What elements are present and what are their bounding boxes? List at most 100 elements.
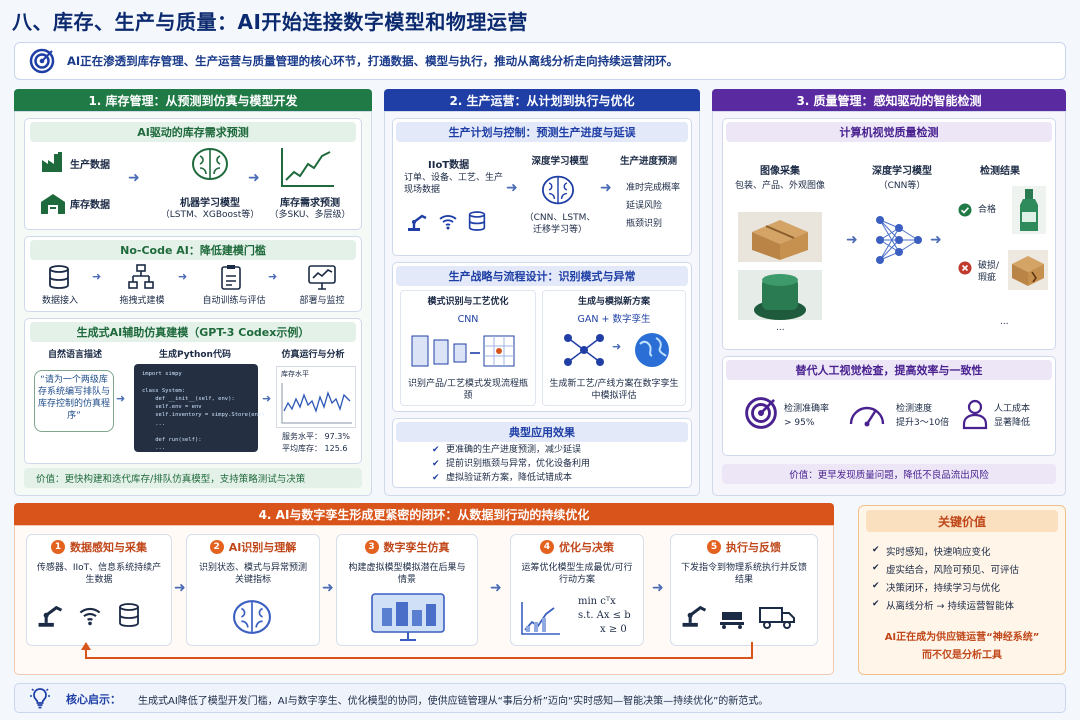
nocode-step-4: 部署与监控 — [299, 296, 345, 306]
summary-banner: AI正在渗透到库存管理、生产运营与质量管理的核心环节，打通数据、模型与执行，推动… — [14, 42, 1066, 80]
replace-title: 替代人工视觉检查，提高效率与一致性 — [726, 360, 1052, 380]
progress-item-3: 瓶颈识别 — [626, 219, 663, 229]
step-3-title: 数字孪生仿真 — [383, 541, 450, 554]
key-value-item-3: 决策闭环，持续学习与优化 — [886, 583, 1001, 594]
cv-title: 计算机视觉质量检测 — [726, 122, 1052, 142]
step-5-title: 执行与反馈 — [726, 541, 781, 554]
opt-st: s.t. Ax ≤ b — [578, 610, 631, 621]
arrow-icon: ➜ — [652, 580, 664, 596]
python-code-heading: 生成Python代码 — [159, 350, 231, 360]
brain-icon — [230, 598, 274, 636]
nl-quote: “请为一个两级库存系统编写排队与库存控制的仿真程序” — [34, 370, 114, 432]
arrow-icon: ➜ — [178, 270, 188, 283]
ml-model-sub: （LSTM、XGBoost等） — [160, 210, 260, 220]
demand-forecast-label: 库存需求预测 — [280, 198, 340, 209]
opt-min: min cᵀx — [578, 596, 616, 607]
arrow-icon: ➜ — [92, 270, 102, 283]
factory-icon — [40, 150, 66, 174]
step-4-number: 4 — [540, 540, 554, 554]
key-value-item-4: 从离线分析 → 持续运营智能体 — [886, 601, 1014, 612]
arrow-icon: ➜ — [268, 270, 278, 283]
key-value-item-1: 实时感知，快速响应变化 — [886, 547, 991, 558]
accuracy-value: > 95% — [784, 418, 815, 428]
digital-twin-monitor-icon — [370, 592, 446, 642]
arrow-icon: ➜ — [116, 392, 126, 405]
quality-value-note: 价值：更早发现质量问题，降低不良品流出风险 — [722, 464, 1056, 484]
step-1-desc: 传感器、IIoT、信息系统持续产生数据 — [36, 563, 162, 586]
cv-dl-heading: 深度学习模型 — [872, 166, 932, 177]
pattern-tag: CNN — [457, 314, 479, 325]
sim-chart-label: 库存水平 — [281, 370, 309, 378]
labor-label: 人工成本 — [994, 404, 1031, 414]
iiot-heading: IIoT数据 — [428, 160, 470, 171]
brain-icon — [540, 174, 576, 206]
strategy-title: 生产战略与流程设计：识别模式与异常 — [396, 266, 688, 286]
flow-nodes-icon — [128, 264, 154, 290]
pass-check-icon — [958, 203, 972, 217]
ml-model-label: 机器学习模型 — [180, 198, 240, 209]
avg-inventory-text: 平均库存： 125.6 — [282, 444, 348, 453]
pattern-box — [400, 290, 536, 406]
progress-item-1: 准时完成概率 — [626, 183, 681, 193]
arrow-icon: ➜ — [128, 170, 140, 186]
nocode-step-2: 拖拽式建模 — [119, 296, 165, 306]
app-item-3: 虚拟验证新方案，降低试错成本 — [446, 473, 573, 483]
demand-forecast-sub: （多SKU、多层级） — [269, 210, 351, 220]
database-icon — [468, 210, 486, 232]
robot-arm-icon — [36, 600, 64, 628]
arrow-icon: ➜ — [248, 170, 260, 186]
step-2-number: 2 — [209, 540, 224, 554]
clipboard-icon — [220, 264, 242, 290]
nocode-title: No-Code AI：降低建模门槛 — [30, 240, 356, 260]
production-section-header: 2. 生产运营：从计划到执行与优化 — [384, 89, 700, 111]
apps-title: 典型应用效果 — [396, 422, 688, 442]
arrow-icon: ➜ — [490, 580, 502, 596]
warehouse-icon — [40, 192, 66, 216]
step-box-1 — [26, 534, 172, 646]
step-2-desc: 识别状态、模式与异常预测关键指标 — [198, 563, 307, 586]
wifi-icon — [78, 604, 102, 626]
robot-arm-icon — [406, 210, 428, 232]
defect-x-icon — [958, 261, 972, 275]
check-icon: ✔ — [432, 459, 440, 469]
target-icon — [29, 48, 55, 74]
step-3-number: 3 — [364, 540, 379, 554]
bottle-pass-image — [1012, 186, 1046, 234]
prod-data-label: 生产数据 — [70, 160, 110, 171]
pattern-desc: 识别产品/工艺模式发现流程瓶颈 — [407, 379, 529, 402]
labor-value: 显著降低 — [994, 418, 1031, 428]
key-value-title: 关键价值 — [866, 510, 1058, 532]
service-level-text: 服务水平： 97.3% — [282, 432, 350, 441]
iiot-desc: 订单、设备、工艺、生产现场数据 — [404, 173, 504, 196]
key-value-footer-2: 而不仅是分析工具 — [922, 650, 1002, 661]
inventory-value-note: 价值：更快构建和迭代库存/排队仿真模型，支持策略测试与决策 — [24, 468, 362, 488]
step-4-desc: 运筹优化模型生成最优/可行行动方案 — [521, 563, 633, 586]
arrow-icon: ➜ — [174, 580, 186, 596]
brain-icon — [190, 146, 230, 182]
genai-title: 生成式AI辅助仿真建模（GPT-3 Codex示例） — [30, 322, 356, 342]
check-icon: ✔ — [872, 545, 880, 555]
pass-label: 合格 — [978, 205, 997, 215]
step-3-desc: 构建虚拟模型模拟潜在后果与情景 — [348, 563, 466, 586]
inventory-section-header: 1. 库存管理：从预测到仿真与模型开发 — [14, 89, 372, 111]
generate-tag: GAN + 数字孪生 — [577, 314, 651, 325]
cnn-layers-icon — [410, 330, 526, 372]
insight-text: 生成式AI降低了模型开发门槛，AI与数字孪生、优化模型的协同，使供应链管理从“事… — [138, 696, 769, 707]
app-item-1: 更准确的生产进度预测，减少延误 — [446, 445, 582, 455]
plan-title: 生产计划与控制：预测生产进度与延误 — [396, 122, 688, 142]
arrow-icon: ➜ — [262, 392, 272, 405]
banner-text: AI正在渗透到库存管理、生产运营与质量管理的核心环节，打通数据、模型与执行，推动… — [67, 54, 679, 68]
generate-heading: 生成与模拟新方案 — [577, 297, 650, 307]
nocode-step-1: 数据接入 — [41, 296, 78, 306]
key-value-item-2: 虚实结合，风险可预见、可评估 — [886, 565, 1020, 576]
sim-heading: 仿真运行与分析 — [281, 350, 345, 360]
step-1-number: 1 — [51, 540, 65, 554]
insight-bar — [14, 683, 1066, 713]
page-title: 八、库存、生产与质量：AI开始连接数字模型和物理运营 — [12, 10, 528, 34]
app-item-2: 提前识别瓶颈与异常，优化设备利用 — [446, 459, 591, 469]
package-box-image — [738, 212, 822, 262]
step-box-2 — [186, 534, 320, 646]
step-box-4 — [510, 534, 644, 646]
